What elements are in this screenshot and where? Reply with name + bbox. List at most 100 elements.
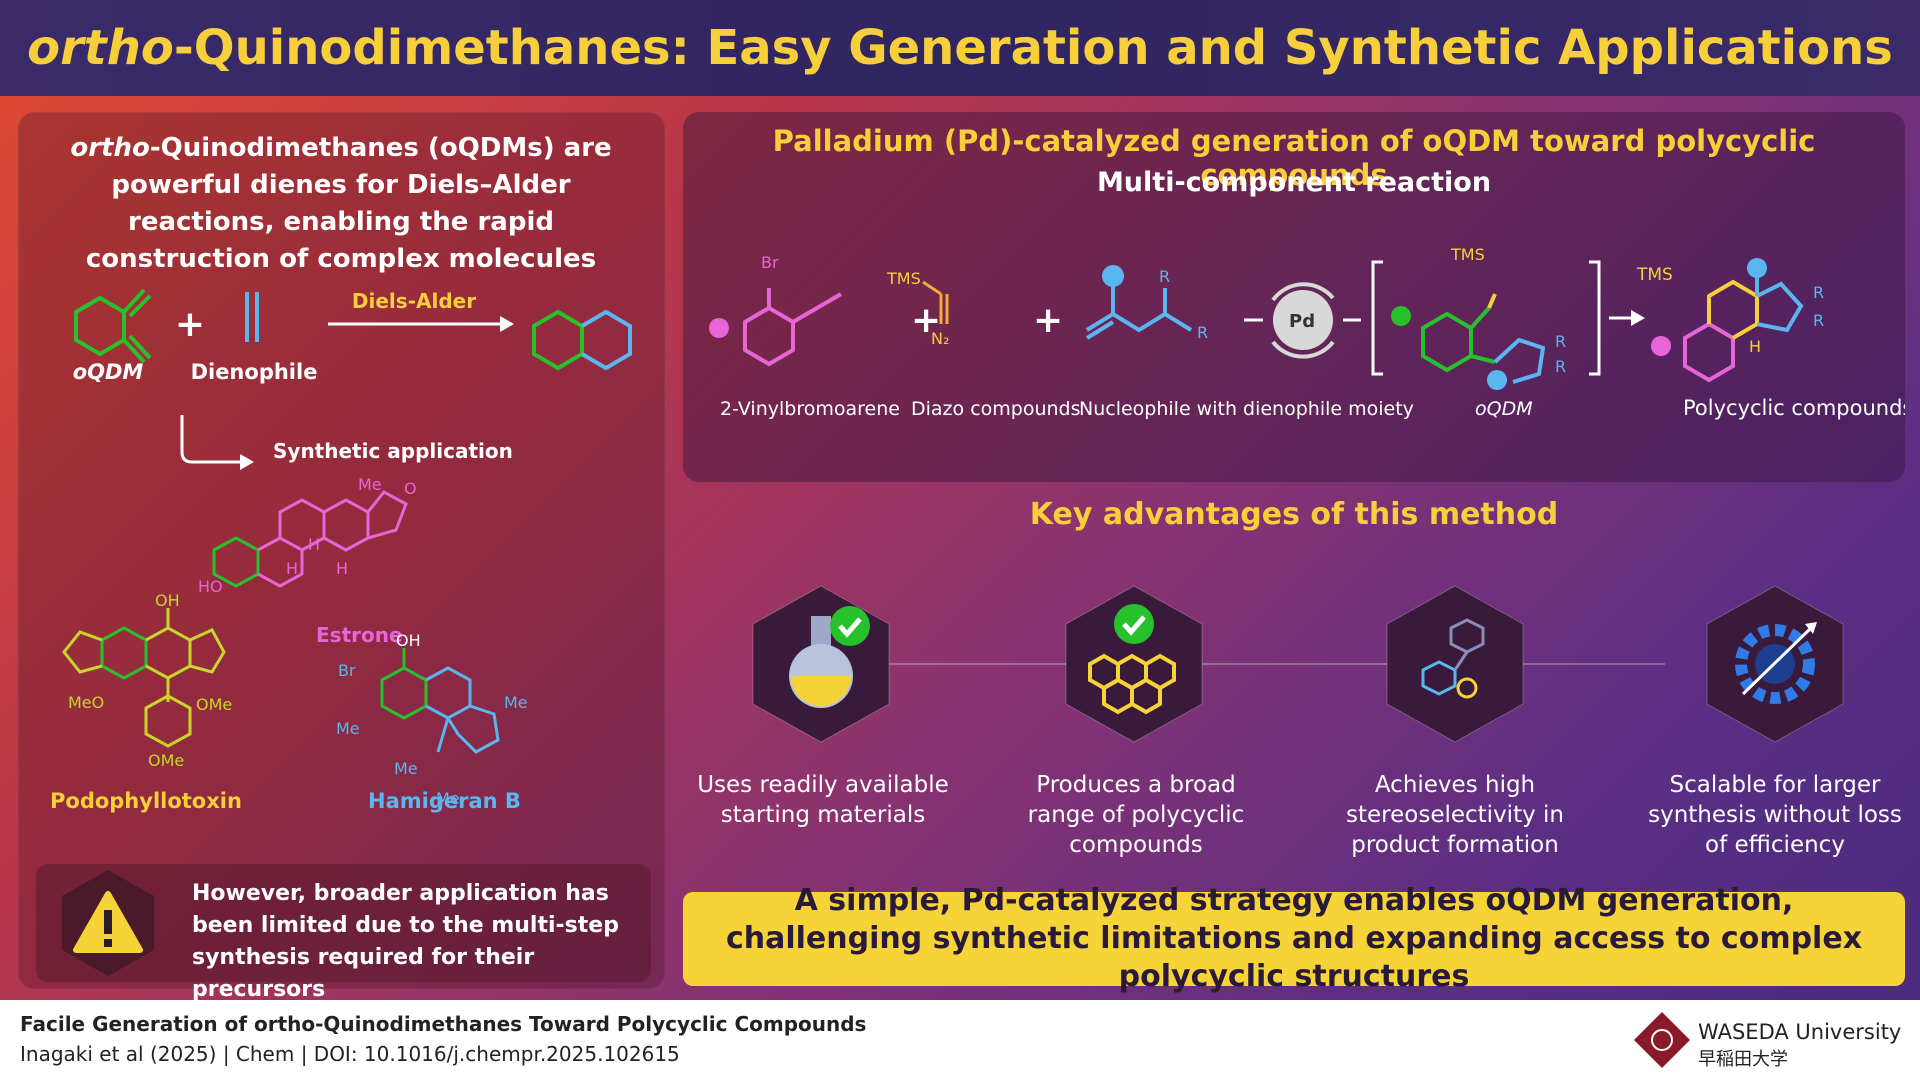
prod-r2: R: [1813, 311, 1824, 330]
estrone-o: O: [404, 479, 417, 498]
oqdm-intermediate: [1421, 293, 1546, 384]
advantages-title: Key advantages of this method: [1029, 497, 1559, 532]
int-r1: R: [1555, 332, 1566, 351]
check-icon-1: [830, 606, 870, 646]
diazo-tms: TMS: [886, 269, 921, 288]
bracket-left: [1371, 260, 1383, 376]
dienophile-structure: [245, 292, 259, 342]
citation-ref: Inagaki et al (2025) | Chem | DOI: 10.10…: [20, 1042, 680, 1066]
left-schemes: oQDM + Dienophile Diels-Alder Synthetic …: [50, 288, 632, 813]
warning-box: However, broader application has been li…: [36, 864, 651, 1002]
tetralin-product: [532, 309, 632, 371]
flask-icon: [789, 616, 853, 708]
product-blue-ball: [1747, 258, 1767, 278]
nucleophile-structure: [1085, 284, 1193, 340]
conclusion-box: A simple, Pd-catalyzed strategy enables …: [683, 883, 1905, 994]
cycle-arrow-top: [1271, 282, 1335, 302]
pd-scheme: Br 2-Vinylbromoarene + TMS N₂ Diazo comp…: [709, 245, 1905, 420]
plus-2: +: [1033, 300, 1063, 341]
polycyclic-rings-icon: [1088, 653, 1176, 715]
estrone-label: Estrone: [316, 623, 403, 647]
product-arrowhead: [1631, 310, 1645, 326]
hamigeran-oh: OH: [396, 631, 421, 650]
university-name-jp: 早稲田大学: [1698, 1049, 1788, 1070]
conclusion-text: A simple, Pd-catalyzed strategy enables …: [725, 883, 1863, 994]
scale-arrowhead: [1805, 622, 1817, 634]
advantage-2: Produces a broad range of polycyclic com…: [1027, 772, 1245, 858]
vinyl-label: 2-Vinylbromoarene: [720, 398, 900, 420]
advantage-1: Uses readily available starting material…: [697, 772, 949, 828]
prod-r1: R: [1813, 283, 1824, 302]
pd-title: Palladium (Pd)-catalyzed generation of o…: [772, 124, 1816, 192]
oqdm-label: oQDM: [73, 360, 144, 384]
estrone-ho: HO: [198, 577, 223, 596]
green-substituent: [1391, 306, 1411, 326]
check-mark-2: [1122, 615, 1146, 636]
university-name: WASEDA University: [1698, 1020, 1902, 1044]
oqdm-structure: [74, 288, 152, 364]
int-r2: R: [1555, 357, 1566, 376]
bracket-right: [1589, 260, 1601, 376]
cycle-arrow-bottom: [1271, 340, 1335, 359]
vinyl-br: Br: [761, 253, 779, 272]
citation-title: Facile Generation of ortho-Quinodimethan…: [20, 1012, 867, 1036]
estrone-h1: H: [308, 535, 320, 554]
hamigeran-me2: Me: [504, 693, 528, 712]
left-panel: ortho-Quinodimethanes (oQDMs) are powerf…: [18, 112, 665, 989]
plus-sign: +: [175, 304, 205, 345]
synthetic-arrow: [180, 415, 240, 464]
header-bar: ortho-Quinodimethanes: Easy Generation a…: [0, 0, 1920, 96]
hamigeran-me1: Me: [336, 719, 360, 738]
stereochemistry-icon: [1421, 618, 1485, 696]
nucleophile-label: Nucleophile with dienophile moiety: [1079, 398, 1414, 420]
product-pink-ball: [1651, 336, 1671, 356]
nuc-r2: R: [1197, 323, 1208, 342]
warning-text: However, broader application has been li…: [192, 881, 619, 1002]
podophyllotoxin-label: Podophyllotoxin: [50, 789, 242, 813]
blue-substituent: [1102, 265, 1124, 287]
hex-2: [1065, 585, 1203, 743]
diazo-n2: N₂: [931, 329, 949, 348]
hex-3: [1386, 585, 1524, 743]
podo-oh: OH: [155, 591, 180, 610]
nuc-r1: R: [1159, 267, 1170, 286]
int-tms: TMS: [1450, 245, 1485, 264]
warning-icon: [62, 870, 154, 976]
vinylbromoarene-structure: [743, 288, 843, 367]
intermediate-blue-ball: [1487, 370, 1507, 390]
prod-h: H: [1749, 337, 1761, 356]
check-icon-2: [1114, 604, 1154, 644]
polycyclic-product: [1683, 276, 1804, 383]
dienophile-label: Dienophile: [191, 360, 318, 384]
advantages-icons: [752, 585, 1844, 743]
hamigeran-br: Br: [338, 661, 356, 680]
pd-label: Pd: [1289, 311, 1315, 332]
pd-catalyst: [1273, 290, 1333, 350]
check-mark-1: [838, 617, 862, 638]
hamigeran-label: Hamigeran B: [368, 789, 521, 813]
estrone-structure: [212, 490, 408, 588]
podophyllotoxin-structure: [62, 608, 226, 748]
synthetic-label: Synthetic application: [273, 439, 513, 463]
prod-tms: TMS: [1636, 265, 1673, 285]
estrone-h2: H: [286, 559, 298, 578]
scale-arrow-icon: [1741, 626, 1813, 696]
diazo-label: Diazo compounds: [911, 398, 1081, 420]
diels-alder-label: Diels-Alder: [352, 289, 476, 313]
pink-substituent: [709, 318, 729, 338]
poly-label: Polycyclic compounds: [1683, 396, 1905, 420]
target-icon: [1456, 677, 1478, 699]
reaction-arrowhead: [500, 316, 514, 332]
intro-text: ortho-Quinodimethanes (oQDMs) are powerf…: [70, 133, 612, 274]
pd-subtitle: Multi-component reaction: [1096, 167, 1492, 198]
estrone-me: Me: [358, 475, 382, 494]
gear-icon: [1735, 624, 1815, 704]
footer: Facile Generation of ortho-Quinodimethan…: [0, 1000, 1920, 1080]
hamigeran-me3: Me: [394, 759, 418, 778]
estrone-h3: H: [336, 559, 348, 578]
advantage-4: Scalable for larger synthesis without lo…: [1648, 772, 1902, 858]
podo-meo: MeO: [68, 693, 104, 712]
hamigeran-structure: [380, 648, 500, 754]
page-title: ortho-Quinodimethanes: Easy Generation a…: [27, 20, 1893, 76]
